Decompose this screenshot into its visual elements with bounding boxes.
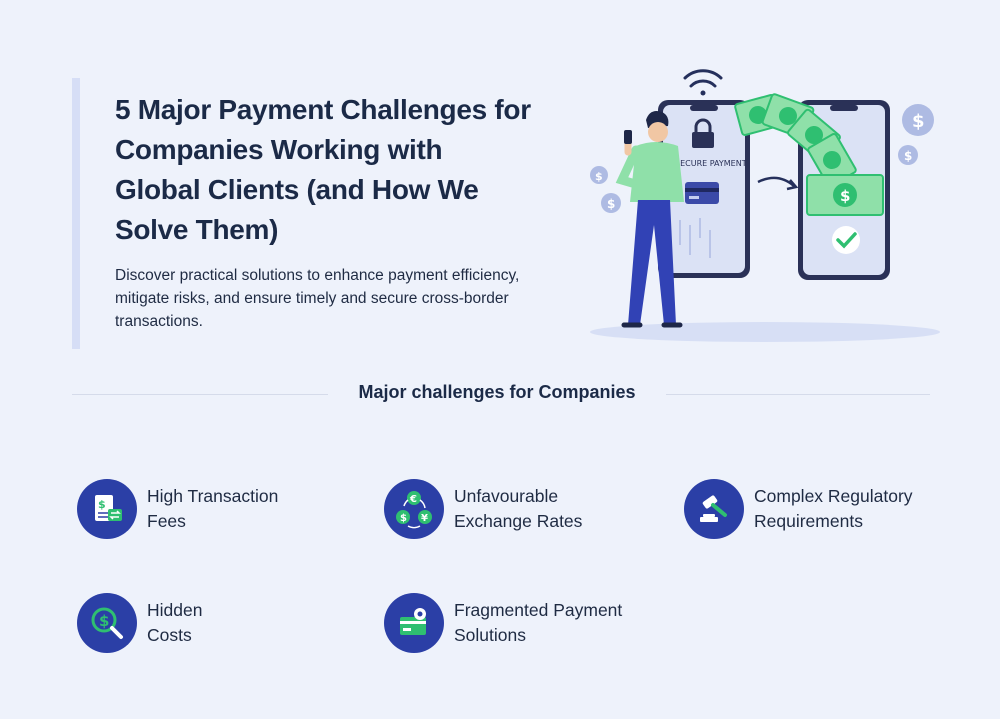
checkmark-icon: [832, 226, 860, 254]
challenge-line-2: Solutions: [454, 625, 526, 645]
section-title: Major challenges for Companies: [358, 382, 636, 402]
invoice-transfer-icon: $: [77, 479, 137, 539]
challenge-line-1: Unfavourable: [454, 486, 559, 506]
svg-text:$: $: [400, 513, 407, 524]
svg-text:€: €: [409, 494, 417, 505]
accent-bar: [72, 78, 80, 349]
svg-text:$: $: [595, 170, 603, 183]
person-figure: [615, 111, 684, 328]
svg-text:$: $: [99, 612, 109, 630]
payment-illustration: SECURE PAYMENT $ $ $ $ $: [590, 69, 940, 342]
wifi-icon: [683, 69, 723, 96]
challenge-line-2: Costs: [147, 625, 192, 645]
challenge-line-2: Requirements: [754, 511, 863, 531]
svg-text:$: $: [98, 498, 106, 511]
svg-text:¥: ¥: [421, 513, 428, 524]
gavel-icon: [684, 479, 744, 539]
section-header: Major challenges for Companies: [72, 380, 930, 408]
svg-text:$: $: [904, 149, 912, 163]
section-divider-right: [666, 394, 930, 395]
lock-icon: [692, 118, 714, 148]
page-title: 5 Major Payment Challenges for Companies…: [115, 94, 531, 245]
dollar-bill-icon: $: [734, 93, 884, 216]
credit-card-icon: [685, 182, 719, 204]
magnifier-dollar-icon: $: [77, 593, 137, 653]
svg-text:$: $: [840, 187, 850, 205]
challenge-line-1: Hidden: [147, 600, 203, 620]
phone-label: SECURE PAYMENT: [675, 159, 747, 168]
challenge-line-2: Exchange Rates: [454, 511, 583, 531]
challenge-line-1: Fragmented Payment: [454, 600, 623, 620]
section-divider-left: [72, 394, 328, 395]
challenge-line-1: High Transaction: [147, 486, 279, 506]
dollar-coin-icon: $ $ $ $: [590, 104, 934, 213]
left-phone: SECURE PAYMENT: [658, 100, 750, 278]
page-subtitle: Discover practical solutions to enhance …: [115, 267, 520, 330]
card-gear-icon: [384, 593, 444, 653]
svg-text:$: $: [607, 197, 615, 211]
svg-text:$: $: [912, 111, 925, 132]
currency-exchange-icon: € $ ¥: [384, 479, 444, 539]
challenge-line-1: Complex Regulatory: [754, 486, 913, 506]
challenge-line-2: Fees: [147, 511, 186, 531]
